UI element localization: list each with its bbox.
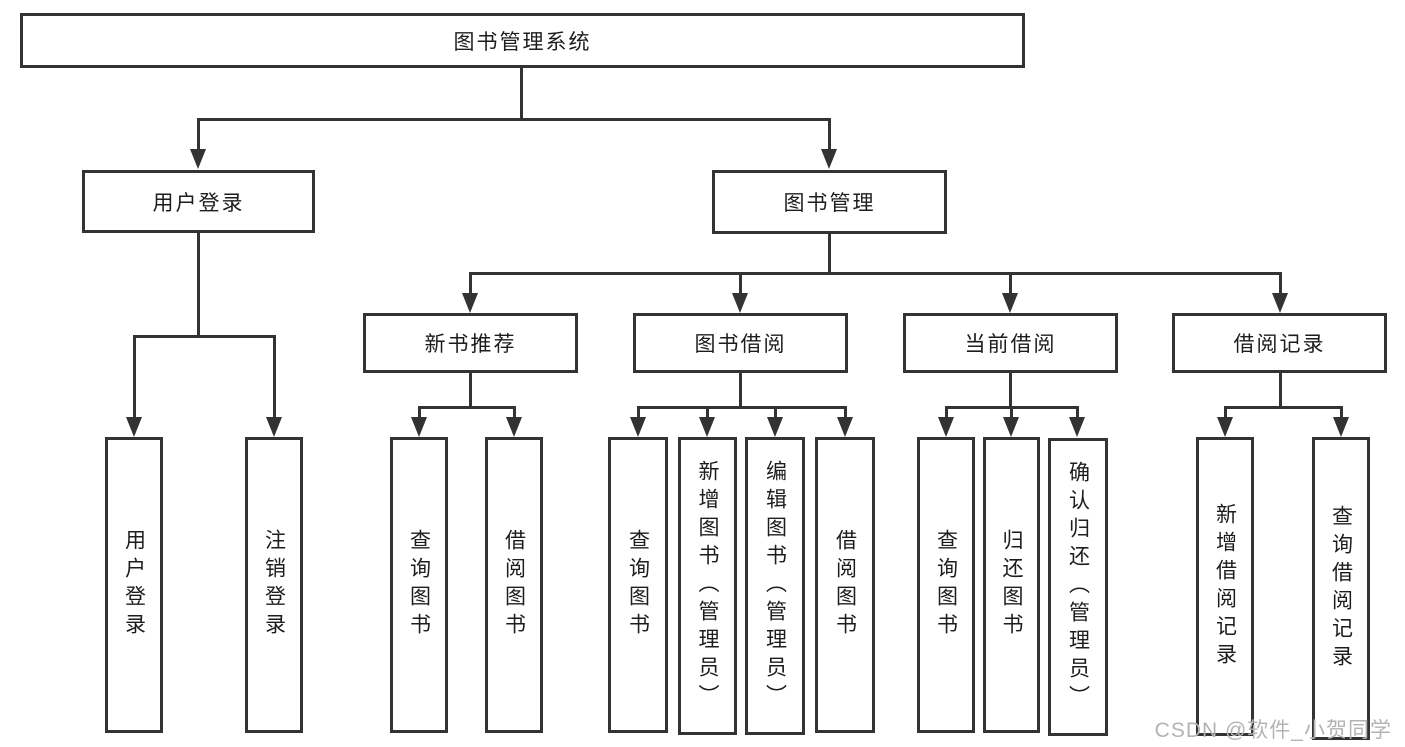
arrow-down-icon <box>1217 417 1233 437</box>
leaf-return-book: 归还图书 <box>983 437 1040 733</box>
node-label: 新增借阅记录 <box>1213 502 1237 671</box>
connector-drop <box>637 406 640 420</box>
connector-drop <box>774 406 777 420</box>
connector-book-borrow-bus <box>637 406 847 409</box>
arrow-down-icon <box>462 293 478 313</box>
connector-new-book-stem <box>469 373 472 408</box>
node-label: 查询图书 <box>934 529 958 641</box>
node-book-borrow: 图书借阅 <box>633 313 848 373</box>
connector-user-login-stem <box>197 233 200 337</box>
arrow-down-icon <box>837 417 853 437</box>
node-label: 查询借阅记录 <box>1329 504 1353 673</box>
connector-drop <box>1010 406 1013 420</box>
node-label: 用户登录 <box>122 529 146 641</box>
node-borrow-record: 借阅记录 <box>1172 313 1387 373</box>
leaf-logout: 注销登录 <box>245 437 303 733</box>
connector-book-mgmt-bus <box>469 272 1282 275</box>
connector-borrow-record-bus <box>1224 406 1342 409</box>
arrow-down-icon <box>630 417 646 437</box>
connector-drop <box>1340 406 1343 420</box>
node-label: 图书管理 <box>783 192 876 215</box>
connector-drop-new-book <box>469 272 472 295</box>
arrow-down-icon <box>506 417 522 437</box>
connector-drop-login <box>133 335 136 419</box>
node-label: 借阅图书 <box>833 529 857 641</box>
csdn-watermark: CSDN @软件_小贺同学 <box>1154 719 1392 742</box>
arrow-down-icon <box>938 417 954 437</box>
node-label: 借阅图书 <box>502 529 526 641</box>
node-label: 用户登录 <box>152 191 245 215</box>
node-label: 编辑图书（管理员） <box>763 460 787 712</box>
node-label: 查询图书 <box>626 529 650 641</box>
node-label: 借阅记录 <box>1233 333 1326 356</box>
leaf-query-book: 查询图书 <box>608 437 668 733</box>
connector-root-bus <box>197 118 831 121</box>
arrow-down-icon <box>821 149 837 169</box>
node-label: 当前借阅 <box>964 333 1057 356</box>
node-current-borrow: 当前借阅 <box>903 313 1118 373</box>
arrow-down-icon <box>699 417 715 437</box>
node-label: 注销登录 <box>262 529 286 641</box>
connector-drop <box>1224 406 1227 420</box>
node-label: 新增图书（管理员） <box>696 460 719 712</box>
connector-new-book-bus <box>418 406 516 409</box>
connector-drop-book-borrow <box>739 272 742 295</box>
connector-drop-borrow-record <box>1279 272 1282 295</box>
arrow-down-icon <box>732 293 748 313</box>
node-label: 确认归还（管理员） <box>1066 461 1090 713</box>
connector-drop <box>1076 406 1079 420</box>
arrow-down-icon <box>1002 293 1018 313</box>
node-user-login: 用户登录 <box>82 170 315 233</box>
connector-book-mgmt-stem <box>828 234 831 274</box>
connector-drop <box>945 406 948 420</box>
connector-drop-current-borrow <box>1009 272 1012 295</box>
arrow-down-icon <box>411 417 427 437</box>
leaf-add-borrow-record: 新增借阅记录 <box>1196 437 1254 736</box>
arrow-down-icon <box>1069 417 1085 437</box>
leaf-query-borrow-record: 查询借阅记录 <box>1312 437 1370 740</box>
arrow-down-icon <box>1333 417 1349 437</box>
connector-drop <box>844 406 847 420</box>
node-label: 图书借阅 <box>694 333 787 356</box>
arrow-down-icon <box>767 417 783 437</box>
connector-root-stem <box>520 68 523 120</box>
connector-drop <box>513 406 516 420</box>
node-label: 新书推荐 <box>424 333 517 356</box>
connector-drop-user-login <box>197 118 200 151</box>
leaf-borrow-book-recommend: 借阅图书 <box>485 437 543 733</box>
arrow-down-icon <box>266 417 282 437</box>
connector-drop-book-mgmt <box>828 118 831 151</box>
node-label: 归还图书 <box>1000 529 1023 641</box>
node-root-library-system: 图书管理系统 <box>20 13 1025 68</box>
node-label: 查询图书 <box>407 529 431 641</box>
leaf-query-book-recommend: 查询图书 <box>390 437 448 733</box>
node-new-book-recommend: 新书推荐 <box>363 313 578 373</box>
leaf-edit-book-admin: 编辑图书（管理员） <box>745 437 805 735</box>
arrow-down-icon <box>1003 417 1019 437</box>
node-label: 图书管理系统 <box>453 30 592 54</box>
connector-current-borrow-stem <box>1009 373 1012 408</box>
connector-drop <box>706 406 709 420</box>
arrow-down-icon <box>190 149 206 169</box>
connector-drop-logout <box>273 335 276 419</box>
leaf-borrow-book: 借阅图书 <box>815 437 875 733</box>
connector-borrow-record-stem <box>1279 373 1282 408</box>
connector-user-login-bus <box>133 335 276 338</box>
leaf-add-book-admin: 新增图书（管理员） <box>678 437 737 735</box>
arrow-down-icon <box>1272 293 1288 313</box>
connector-drop <box>418 406 421 420</box>
node-book-management: 图书管理 <box>712 170 947 234</box>
leaf-user-login: 用户登录 <box>105 437 163 733</box>
leaf-confirm-return-admin: 确认归还（管理员） <box>1048 438 1108 736</box>
leaf-query-current: 查询图书 <box>917 437 975 733</box>
arrow-down-icon <box>126 417 142 437</box>
connector-book-borrow-stem <box>739 373 742 408</box>
